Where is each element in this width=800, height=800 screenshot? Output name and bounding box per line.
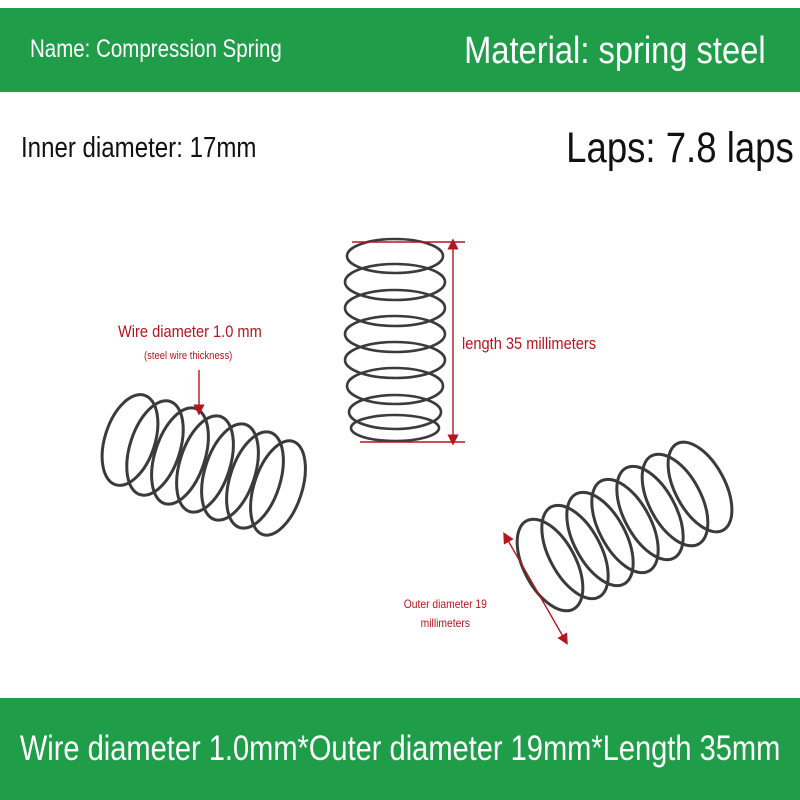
laps-label: Laps: 7.8 laps bbox=[566, 124, 794, 172]
product-name: Name: Compression Spring bbox=[30, 35, 282, 63]
left-spring-icon bbox=[100, 393, 307, 537]
inner-diameter-label: Inner diameter: 17mm bbox=[21, 132, 257, 164]
wire-diameter-label: Wire diameter 1.0 mm bbox=[118, 322, 262, 341]
length-dimension-line bbox=[352, 238, 465, 446]
wire-thickness-note: (steel wire thickness) bbox=[144, 350, 233, 362]
outer-diameter-label: Outer diameter 19 millimeters bbox=[403, 597, 487, 630]
right-spring-icon bbox=[515, 440, 734, 613]
outer-diameter-dimension-line bbox=[503, 532, 568, 645]
material-label: Material: spring steel bbox=[464, 30, 766, 72]
header-banner: Name: Compression Spring Material: sprin… bbox=[0, 8, 800, 92]
footer-banner: Wire diameter 1.0mm*Outer diameter 19mm*… bbox=[0, 698, 800, 800]
spec-summary: Wire diameter 1.0mm*Outer diameter 19mm*… bbox=[19, 729, 781, 768]
length-label: length 35 millimeters bbox=[462, 334, 597, 353]
vertical-spring-icon bbox=[343, 237, 447, 443]
